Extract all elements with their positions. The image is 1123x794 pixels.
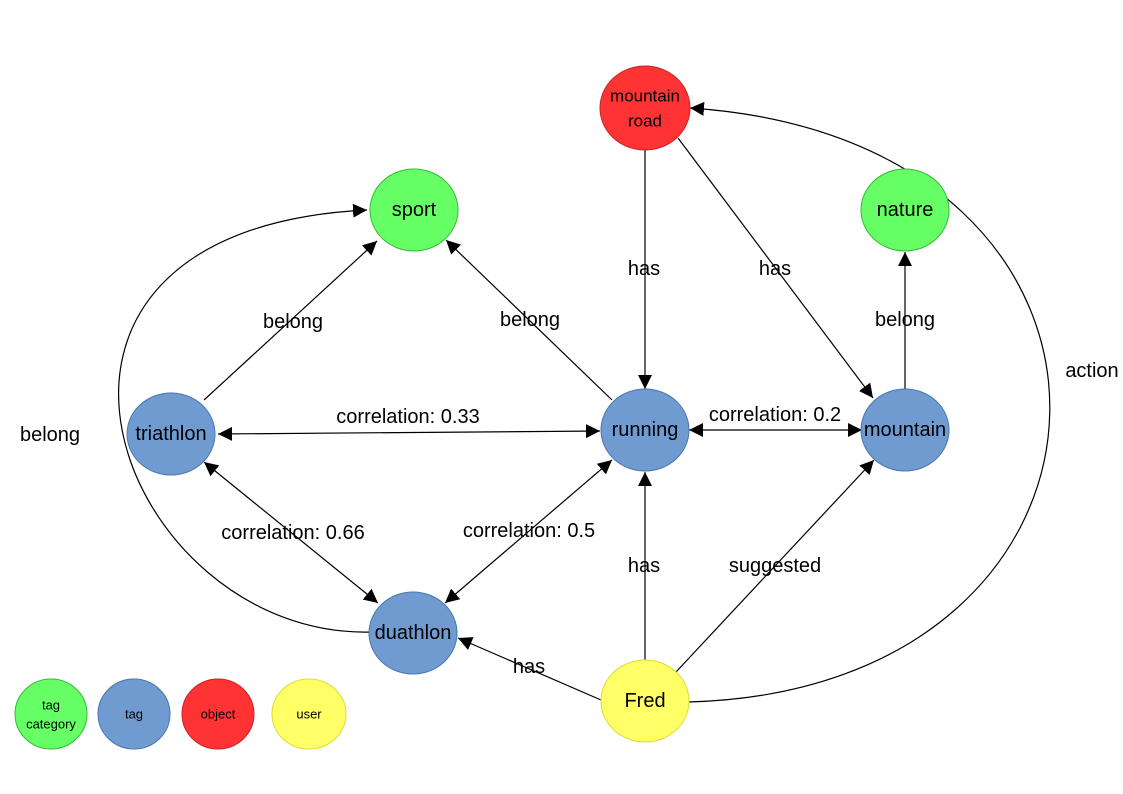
edge-fred-mountain	[675, 459, 875, 673]
node-mountain-label: mountain	[864, 419, 946, 441]
edge-fred-duathlon	[457, 637, 602, 701]
legend-tag-category-label-line1: tag	[42, 698, 60, 713]
node-running-label: running	[612, 419, 679, 441]
node-mountain[interactable]: mountain	[860, 388, 950, 472]
edge-label-fred-mountainroad: action	[1065, 360, 1118, 382]
edge-label-mountainroad-running: has	[628, 258, 660, 280]
edge-labels: belong belong belong belong has has corr…	[20, 258, 1119, 678]
node-sport[interactable]: sport	[369, 168, 459, 252]
node-duathlon[interactable]: duathlon	[368, 591, 458, 675]
node-duathlon-label: duathlon	[375, 622, 452, 644]
edge-fred-mountainroad	[687, 101, 1051, 703]
legend-item-object: object	[181, 678, 255, 750]
legend-user-label: user	[296, 707, 322, 722]
node-triathlon[interactable]: triathlon	[126, 392, 216, 476]
legend-tag-circle	[97, 678, 171, 750]
legend-item-tag: tag	[97, 678, 171, 750]
node-mountain-road-label-line2: road	[628, 112, 662, 131]
edge-label-running-mountain: correlation: 0.2	[709, 404, 841, 426]
legend: tag category tag object user	[14, 678, 347, 750]
edge-running-sport	[445, 239, 613, 401]
edge-label-duathlon-sport: belong	[20, 424, 80, 446]
edge-label-running-duathlon: correlation: 0.5	[463, 520, 595, 542]
node-running[interactable]: running	[600, 388, 690, 472]
legend-item-user: user	[271, 678, 347, 750]
node-mountain-circle	[860, 388, 950, 472]
edge-label-fred-duathlon: has	[513, 656, 545, 678]
edge-label-running-sport: belong	[500, 309, 560, 331]
edge-label-mountain-nature: belong	[875, 309, 935, 331]
node-fred-circle	[600, 659, 690, 743]
edge-duathlon-sport	[118, 203, 373, 633]
edges	[118, 101, 1051, 703]
legend-object-circle	[181, 678, 255, 750]
node-nature-circle	[860, 168, 950, 252]
node-nature-label: nature	[877, 199, 934, 221]
legend-object-label: object	[201, 707, 236, 722]
edge-label-mountainroad-mountain: has	[759, 258, 791, 280]
legend-tag-label: tag	[125, 707, 143, 722]
node-running-circle	[600, 388, 690, 472]
node-duathlon-circle	[368, 591, 458, 675]
edge-label-triathlon-running: correlation: 0.33	[336, 406, 479, 428]
legend-item-tag-category: tag category	[14, 678, 88, 750]
edge-mountainroad-mountain	[677, 137, 874, 399]
legend-user-circle	[271, 678, 347, 750]
node-triathlon-label: triathlon	[135, 423, 206, 445]
edge-triathlon-sport	[203, 240, 378, 401]
legend-tag-category-label-line2: category	[26, 717, 76, 732]
node-nature[interactable]: nature	[860, 168, 950, 252]
edge-triathlon-running	[217, 424, 601, 441]
node-fred[interactable]: Fred	[600, 659, 690, 743]
edge-triathlon-duathlon	[203, 461, 379, 604]
legend-tag-category-circle	[14, 678, 88, 750]
node-mountain-road[interactable]: mountain road	[599, 65, 691, 151]
edge-label-triathlon-duathlon: correlation: 0.66	[221, 522, 364, 544]
node-fred-label: Fred	[624, 690, 665, 712]
edge-running-duathlon	[444, 459, 613, 604]
node-mountain-road-label-line1: mountain	[610, 87, 680, 106]
node-triathlon-circle	[126, 392, 216, 476]
node-mountain-road-circle	[599, 65, 691, 151]
edge-label-triathlon-sport: belong	[263, 311, 323, 333]
edge-label-fred-running: has	[628, 555, 660, 577]
node-sport-circle	[369, 168, 459, 252]
edge-label-fred-mountain: suggested	[729, 555, 821, 577]
node-sport-label: sport	[392, 199, 437, 221]
